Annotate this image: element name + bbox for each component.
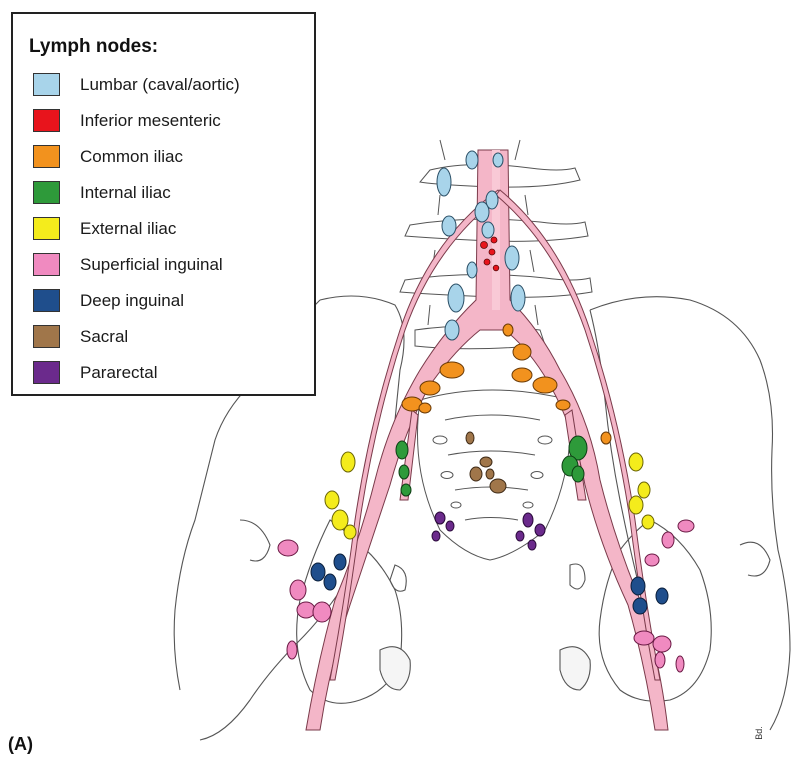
legend-item-internal-iliac: Internal iliac [33, 181, 313, 207]
legend-label-external-iliac: External iliac [80, 219, 176, 239]
legend-item-lumbar: Lumbar (caval/aortic) [33, 73, 313, 99]
legend-swatch-internal-iliac [33, 181, 60, 204]
legend-label-common-iliac: Common iliac [80, 147, 183, 167]
sacral-nodes [466, 432, 506, 493]
legend-label-deep-inguinal: Deep inguinal [80, 291, 184, 311]
legend-label-superficial-inguinal: Superficial inguinal [80, 255, 223, 275]
legend-title: Lymph nodes: [29, 36, 158, 58]
legend-item-superficial-inguinal: Superficial inguinal [33, 253, 313, 279]
legend-item-common-iliac: Common iliac [33, 145, 313, 171]
legend-item-external-iliac: External iliac [33, 217, 313, 243]
legend-swatch-common-iliac [33, 145, 60, 168]
legend-swatch-deep-inguinal [33, 289, 60, 312]
artist-signature: Bd. [754, 726, 764, 740]
legend-item-inferior-mesenteric: Inferior mesenteric [33, 109, 313, 135]
legend-label-lumbar: Lumbar (caval/aortic) [80, 75, 240, 95]
legend-item-sacral: Sacral [33, 325, 313, 351]
legend-swatch-lumbar [33, 73, 60, 96]
legend: Lymph nodes: Lumbar (caval/aortic) Infer… [11, 12, 316, 396]
legend-item-pararectal: Pararectal [33, 361, 313, 387]
legend-item-deep-inguinal: Deep inguinal [33, 289, 313, 315]
legend-label-internal-iliac: Internal iliac [80, 183, 171, 203]
legend-swatch-superficial-inguinal [33, 253, 60, 276]
legend-label-pararectal: Pararectal [80, 363, 157, 383]
legend-label-sacral: Sacral [80, 327, 128, 347]
legend-swatch-inferior-mesenteric [33, 109, 60, 132]
panel-label: (A) [8, 734, 33, 755]
legend-label-inferior-mesenteric: Inferior mesenteric [80, 111, 221, 131]
legend-swatch-sacral [33, 325, 60, 348]
legend-swatch-external-iliac [33, 217, 60, 240]
legend-swatch-pararectal [33, 361, 60, 384]
